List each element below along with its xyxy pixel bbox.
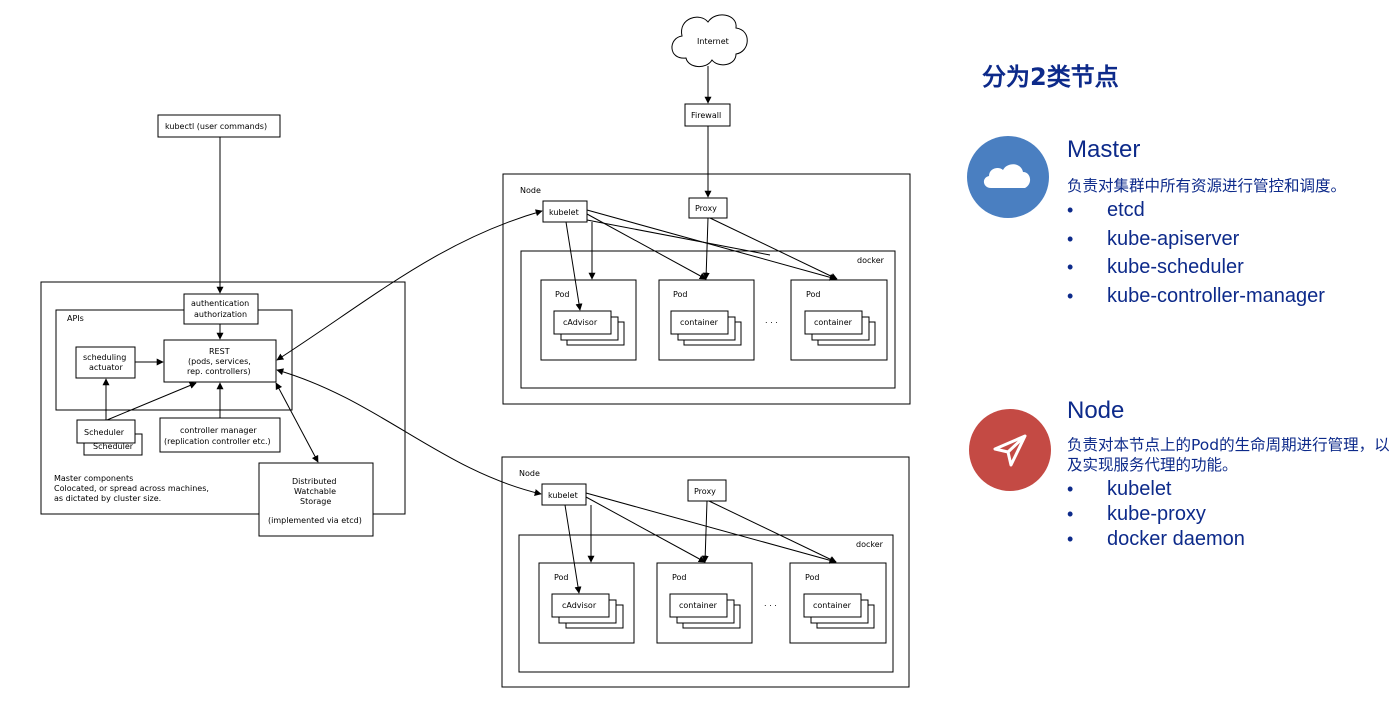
node-description: 负责对本节点上的Pod的生命周期进行管理，以及实现服务代理的功能。 [1067, 436, 1390, 474]
node2-docker-label: docker [856, 540, 884, 549]
list-item: docker daemon [1067, 527, 1245, 552]
node1-proxy-label: Proxy [695, 204, 717, 213]
kubectl-label: kubectl (user commands) [165, 122, 267, 131]
rest-label-2: (pods, services, [188, 357, 251, 366]
storage-label-3: Storage [300, 497, 331, 506]
list-item: kubelet [1067, 477, 1245, 502]
node1-container-label-b: container [814, 318, 853, 327]
node1-docker-label: docker [857, 256, 885, 265]
firewall-label: Firewall [691, 111, 721, 120]
internet-cloud [671, 14, 748, 67]
kubectl-box [157, 114, 281, 138]
diagram-labels: Internet Firewall kubectl (user commands… [54, 37, 885, 610]
node1-kubelet-label: kubelet [549, 208, 579, 217]
node2-pod2-label: Pod [672, 573, 687, 582]
node2-pod1-label: Pod [554, 573, 569, 582]
node1-label: Node [520, 186, 541, 195]
node2-container-stack-b [803, 593, 875, 629]
connection-arrows [102, 66, 838, 594]
node1-kubelet [542, 200, 588, 223]
master-components-1: Master components [54, 474, 133, 483]
list-item: kube-controller-manager [1067, 282, 1325, 311]
cloud-icon [983, 164, 1031, 188]
node1-pod1-label: Pod [555, 290, 570, 299]
node2-kubelet-label: kubelet [548, 491, 578, 500]
internet-label: Internet [697, 37, 729, 46]
node2-kubelet [541, 483, 587, 506]
node2-proxy-label: Proxy [694, 487, 716, 496]
master-components-2: Colocated, or spread across machines, [54, 484, 209, 493]
rest-label-1: REST [209, 347, 230, 356]
master-component-list: etcd kube-apiserver kube-scheduler kube-… [1067, 196, 1325, 310]
node1-pod3-label: Pod [806, 290, 821, 299]
auth-box [183, 293, 259, 325]
master-badge [967, 136, 1049, 218]
node2-cadvisor-stack [551, 593, 624, 629]
storage-label-5: (implemented via etcd) [268, 516, 362, 525]
scheduling-label-1: scheduling [83, 353, 126, 362]
storage-label-1: Distributed [292, 477, 336, 486]
node-title: Node [1067, 397, 1125, 424]
node1-cadvisor-label: cAdvisor [563, 318, 598, 327]
list-item: kube-apiserver [1067, 225, 1325, 254]
list-item: kube-proxy [1067, 502, 1245, 527]
controller-manager-label-2: (replication controller etc.) [164, 437, 271, 446]
node1-container-stack-b [804, 310, 876, 346]
controller-manager-box [159, 417, 281, 453]
node2-ellipsis: . . . [764, 599, 777, 608]
scheduler-label: Scheduler [84, 428, 125, 437]
node2-label: Node [519, 469, 540, 478]
auth-label-2: authorization [194, 310, 247, 319]
scheduler-back-label: Scheduler [93, 442, 134, 451]
node2-pod3-label: Pod [805, 573, 820, 582]
list-item: kube-scheduler [1067, 253, 1325, 282]
send-arrow-icon [993, 434, 1027, 467]
node2-cadvisor-label: cAdvisor [562, 601, 597, 610]
node-component-list: kubelet kube-proxy docker daemon [1067, 477, 1245, 552]
node1-pod2-label: Pod [673, 290, 688, 299]
node1-cadvisor-stack [553, 310, 625, 346]
apis-label: APIs [67, 314, 84, 323]
auth-label-1: authentication [191, 299, 249, 308]
panel-heading: 分为2类节点 [982, 63, 1119, 91]
rest-label-3: rep. controllers) [187, 367, 251, 376]
master-title: Master [1067, 136, 1141, 163]
storage-label-2: Watchable [294, 487, 336, 496]
scheduling-box [75, 346, 136, 379]
node1-ellipsis: . . . [765, 316, 778, 325]
node2-container-label-b: container [813, 601, 852, 610]
node-types-panel: 分为2类节点 Master 负责对集群中所有资源进行管控和调度。 etcd ku… [960, 0, 1400, 707]
master-description: 负责对集群中所有资源进行管控和调度。 [1067, 177, 1347, 195]
scheduling-label-2: actuator [89, 363, 123, 372]
node1-container-stack-a [670, 310, 742, 346]
node2-container-stack-a [669, 593, 741, 629]
node1-container-label-a: container [680, 318, 719, 327]
rest-box [163, 339, 277, 383]
controller-manager-label-1: controller manager [180, 426, 257, 435]
list-item: etcd [1067, 196, 1325, 225]
node2-container-label-a: container [679, 601, 718, 610]
master-components-3: as dictated by cluster size. [54, 494, 161, 503]
node-badge [969, 409, 1051, 491]
